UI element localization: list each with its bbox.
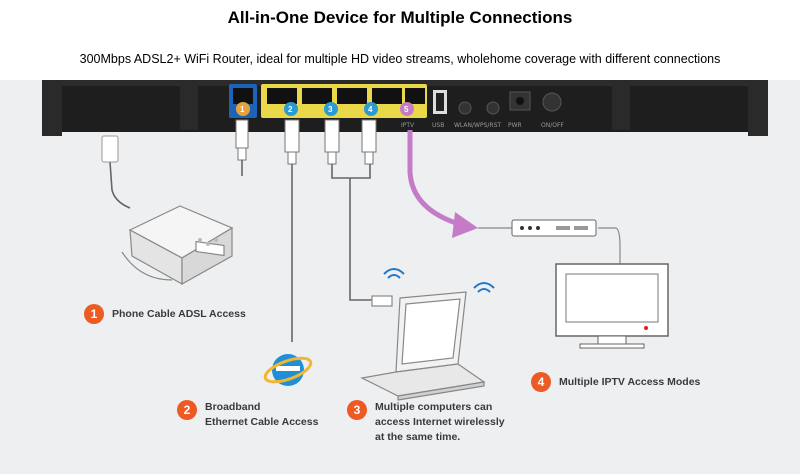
wall-socket-icon bbox=[101, 135, 119, 163]
callout-badge-2: 2 bbox=[177, 400, 197, 420]
port-label-usb: USB bbox=[432, 122, 444, 129]
set-top-box-icon bbox=[511, 219, 597, 237]
iptv-arrow bbox=[452, 212, 478, 238]
callout-badge-3: 3 bbox=[347, 400, 367, 420]
callout-text-2: Broadband Ethernet Cable Access bbox=[205, 401, 319, 428]
port-label-wlan: WLAN/WPS/RST bbox=[454, 122, 501, 129]
tv-icon bbox=[555, 263, 669, 349]
callout-2: 2 Broadband Ethernet Cable Access bbox=[177, 400, 318, 430]
ie-browser-icon bbox=[263, 354, 313, 386]
antenna-right-icon bbox=[612, 80, 768, 136]
port-badge-5: 5 bbox=[404, 105, 409, 114]
callout-text-3: Multiple computers can access Internet w… bbox=[375, 401, 505, 443]
callout-badge-1: 1 bbox=[84, 304, 104, 324]
page-subtitle: 300Mbps ADSL2+ WiFi Router, ideal for mu… bbox=[79, 52, 721, 66]
port-badge-3: 3 bbox=[328, 105, 333, 114]
wifi-icon bbox=[383, 268, 495, 293]
callout-text-1: Phone Cable ADSL Access bbox=[112, 308, 246, 320]
page-title: All-in-One Device for Multiple Connectio… bbox=[227, 8, 573, 27]
callout-3: 3 Multiple computers can access Internet… bbox=[347, 400, 505, 445]
callout-text-4: Multiple IPTV Access Modes bbox=[559, 376, 701, 388]
port-label-iptv: IPTV bbox=[401, 122, 415, 129]
connection-diagram: IPTV USB WLAN/WPS/RST PWR ON/OFF 1 2 3 4… bbox=[0, 80, 800, 474]
callout-badge-4: 4 bbox=[531, 372, 551, 392]
port-label-pwr: PWR bbox=[508, 122, 522, 129]
callout-1: 1 Phone Cable ADSL Access bbox=[84, 304, 246, 324]
ethernet-plug-icon bbox=[284, 119, 377, 165]
port-badge-1: 1 bbox=[240, 105, 245, 114]
laptop-icon bbox=[360, 291, 486, 401]
port-label-onoff: ON/OFF bbox=[541, 122, 564, 129]
router: IPTV USB WLAN/WPS/RST PWR ON/OFF 1 2 3 4… bbox=[42, 80, 768, 136]
port-badge-4: 4 bbox=[368, 105, 373, 114]
callout-4: 4 Multiple IPTV Access Modes bbox=[531, 372, 700, 392]
telephone-icon bbox=[121, 205, 234, 286]
antenna-left-icon bbox=[42, 80, 198, 136]
port-badge-2: 2 bbox=[288, 105, 293, 114]
diagram-graphics: IPTV USB WLAN/WPS/RST PWR ON/OFF 1 2 3 4… bbox=[42, 80, 768, 401]
cables bbox=[109, 160, 372, 342]
iptv-cable bbox=[407, 130, 463, 228]
phone-plug-icon bbox=[235, 119, 249, 161]
